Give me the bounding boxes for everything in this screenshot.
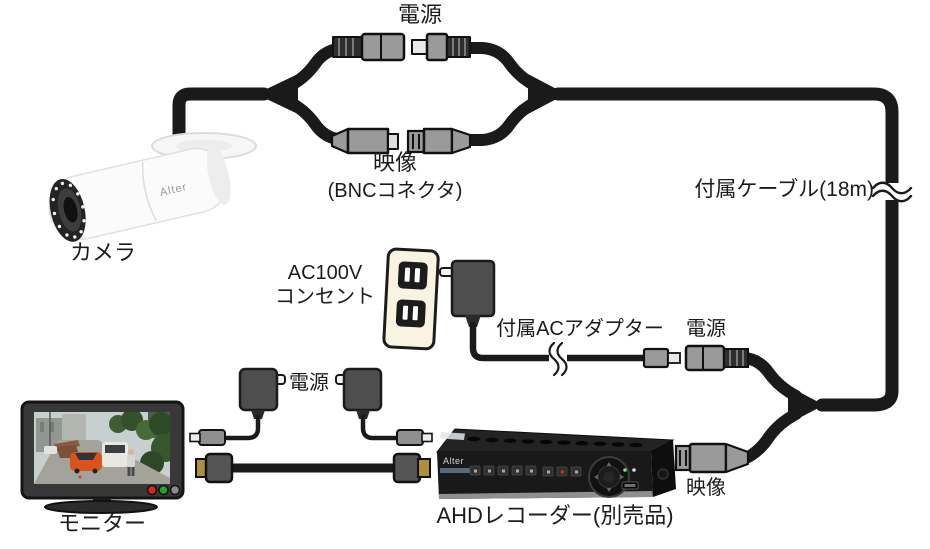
recorder-power-plug	[396, 429, 424, 446]
recorder-brand-logo: Alter	[443, 456, 464, 466]
hdmi-plug-right	[392, 452, 422, 484]
monitor-screen	[34, 412, 170, 484]
camera-illustration: Alter	[48, 132, 257, 242]
dc-plug-tip	[411, 39, 428, 55]
bnc-male	[422, 127, 454, 155]
monitor-illustration	[20, 400, 185, 514]
cable-split-right	[528, 74, 566, 114]
label-included-cable: 付属ケーブル(18m)	[694, 178, 874, 201]
ac-adapter-body	[450, 259, 496, 318]
label-camera-power: 電源	[397, 2, 442, 27]
label-recorder-power: 電源	[686, 318, 726, 340]
recorder-video-connector	[674, 442, 750, 474]
ac-adapter-cable	[469, 321, 648, 362]
label-monitor: モニター	[57, 511, 146, 536]
power-connector-pair	[332, 32, 471, 62]
recorder-power-button	[657, 468, 669, 480]
recorder-power-connector-pair	[642, 344, 749, 372]
adapter-cable-break-icon	[548, 341, 568, 377]
bnc-body	[688, 442, 728, 474]
wall-outlet	[382, 247, 440, 351]
ac-adapter	[439, 259, 648, 362]
label-ac-outlet: AC100V コンセント	[275, 262, 375, 309]
bnc-connector-pair	[330, 127, 472, 155]
hdmi-cable	[195, 452, 431, 484]
adapter-dc-plug	[642, 347, 670, 369]
monitor-stand-base	[44, 500, 158, 514]
outlet-socket-top	[397, 261, 428, 290]
monitor-led-red	[146, 484, 158, 496]
bnc-bayonet	[674, 444, 692, 472]
monitor-led-green	[158, 484, 169, 496]
camera-ir-leds	[51, 181, 86, 239]
cable-split-left	[256, 74, 298, 114]
cable-break-icon	[871, 181, 913, 203]
dc-jack-female	[360, 32, 406, 62]
hdmi-plug-left	[204, 452, 234, 484]
label-camera: カメラ	[69, 240, 136, 265]
label-recorder-video: 映像	[686, 477, 726, 499]
recorder-power-jack	[684, 344, 726, 372]
main-cable-branches-right	[458, 42, 542, 146]
bnc-male-bayonet	[406, 129, 426, 154]
power-brick-right	[335, 367, 433, 446]
label-ac-adapter: 付属ACアダプター	[496, 318, 664, 340]
included-cable-18m	[551, 87, 899, 412]
dc-plug-male	[425, 32, 449, 62]
recorder-illustration: Alter	[435, 428, 676, 499]
label-camera-video: 映像 (BNCコネクタ)	[327, 150, 463, 202]
power-brick-left	[189, 367, 286, 446]
label-monitor-power: 電源	[289, 372, 329, 394]
outlet-socket-bottom	[395, 299, 426, 328]
monitor-led-gray	[169, 484, 181, 496]
label-recorder: AHDレコーダー(別売品)	[436, 503, 674, 528]
screen-person-head	[128, 449, 134, 455]
bnc-female	[346, 127, 390, 155]
monitor-power-plug	[198, 429, 226, 446]
recorder-side-branches	[738, 352, 802, 464]
